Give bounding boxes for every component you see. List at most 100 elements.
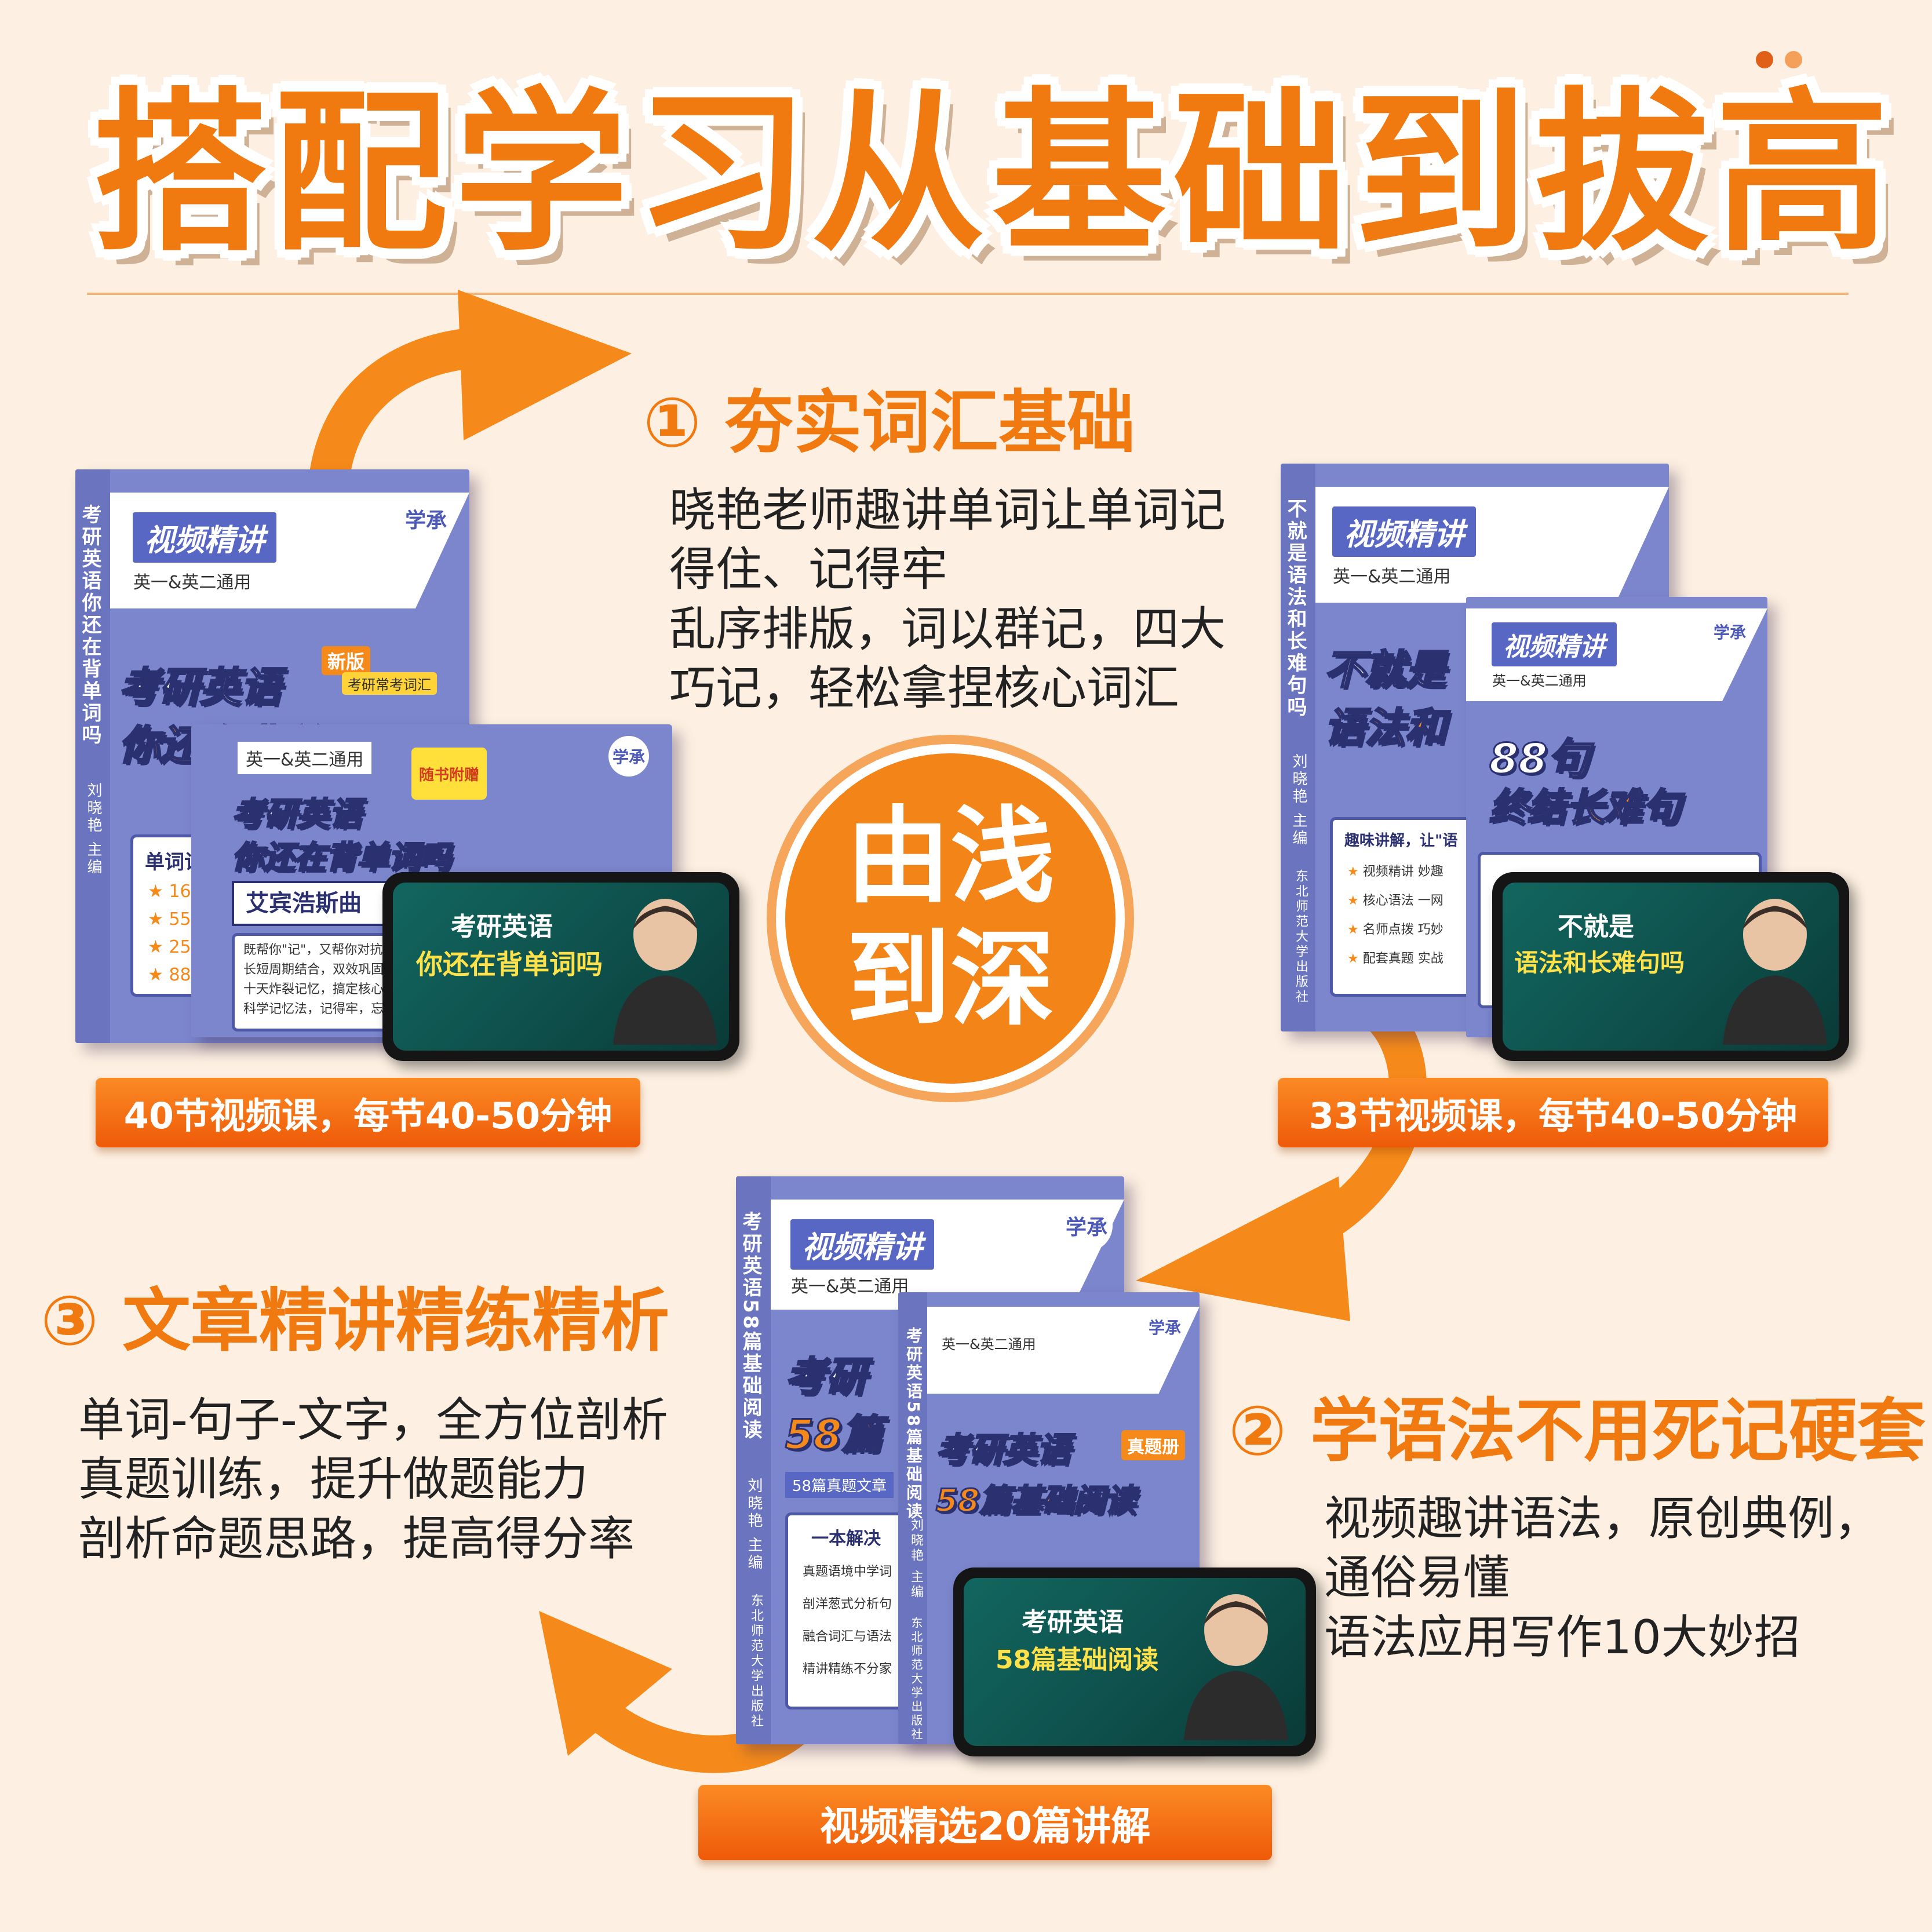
book-tag: 视频精讲 [130,510,279,565]
panel-item: 长短周期结合，双效巩固 [243,963,384,977]
panel-item: ★ 核心语法 一网 [1347,894,1443,908]
panel-items: ★ 视频精讲 妙趣 ★ 核心语法 一网 ★ 名师点拨 巧妙 ★ 配套真题 实战 [1347,858,1443,974]
panel-item: 既帮你"记"，又帮你对抗 [243,943,383,957]
section2-title: ② 学语法不用死记硬套 [1229,1391,1926,1471]
badge: 真题册 [1121,1430,1185,1460]
book-subtitle: 英一&英二通用 [942,1336,1036,1353]
book-subtitle: 英一&英二通用 [1333,567,1451,587]
book-reading-small: 考研英语58篇基础阅读 刘晓艳 主编 东北师范大学出版社 英一&英二通用 学承 … [898,1292,1200,1744]
headline-left: 搭配学习 [93,72,816,275]
panel-items: ★ 1600 ★ 5500 ★ 256 ★ 880 [148,878,213,989]
video-caption-1: 考研英语 [1022,1607,1124,1637]
panel-item: ★ 配套真题 实战 [1347,952,1443,966]
dot-icon [1756,51,1773,68]
panel-item: ★ 名师点拨 巧妙 [1347,923,1443,937]
book-tag: 视频精讲 [788,1217,937,1272]
book-title-1: 考研 [785,1353,867,1402]
book-title-1: 考研英语 [118,663,282,712]
panel-item: ★ 视频精讲 妙趣 [1347,865,1443,879]
panel-item: 精讲精练不分家 [803,1662,892,1676]
center-badge-line2: 到深 [845,919,1055,1040]
section3-title: ③ 文章精讲精练精析 [41,1281,669,1361]
new-edition-badge: 新版 [322,646,371,675]
video-caption-2: 语法和长难句吗 [1514,949,1685,977]
book-tag: 视频精讲 [1330,504,1479,559]
video-screen: 不就是 语法和长难句吗 [1503,883,1839,1051]
video-screen: 考研英语 你还在背单词吗 [393,883,729,1051]
book-spine [1281,464,1315,1031]
video-caption-1: 考研英语 [451,912,553,942]
book-subtitle: 英一&英二通用 [133,573,251,593]
section1-line: 巧记，轻松拿捏核心词汇 [669,661,1179,716]
book-subtitle: 英一&英二通用 [791,1277,909,1297]
section1-line: 得住、记得牢 [669,542,947,597]
book-subtitle: 英一&英二通用 [1492,673,1587,689]
panel-item: 科学记忆法，记得牢，忘不 [243,1002,397,1016]
section2-line: 视频趣讲语法，原创典例， [1324,1492,1880,1545]
section1-line: 乱序排版，词以群记，四大 [669,602,1226,656]
panel-head: 趣味讲解，让"语 [1344,832,1458,850]
book-title-2: 语法和 [1324,703,1447,753]
panel-head: 一本解决 [811,1529,881,1549]
list-label: 58篇真题文章 [785,1472,894,1498]
arrow-1-head-icon [458,290,632,440]
video-screen: 考研英语 58篇基础阅读 [964,1578,1306,1746]
book-author: 刘晓艳 主编 [909,1518,923,1600]
video-caption-2: 58篇基础阅读 [996,1645,1159,1675]
book-title-2: 你还在背单词吗 [231,839,452,877]
book-title-2: 58篇基础阅读 [935,1482,1136,1520]
book-author: 刘晓艳 主编 [1290,753,1307,848]
book-spine-title: 不就是语法和长难句吗 [1284,498,1307,719]
book-spine [898,1292,927,1744]
book-title-1: 不就是 [1324,646,1447,695]
section1-line: 晓艳老师趣讲单词让单词记 [669,483,1226,537]
book-title-1: 考研英语 [935,1430,1071,1471]
section2-body: 视频趣讲语法，原创典例， 通俗易懂 语法应用写作10大妙招 [1324,1489,1880,1667]
panel-item: 剖洋葱式分析句 [803,1597,892,1612]
book-publisher: 东北师范大学出版社 [749,1594,763,1729]
publisher-logo: 学承 [1709,611,1750,652]
pill-grammar-videos: 33节视频课，每节40-50分钟 [1278,1078,1828,1147]
book-title-1: 88句 [1488,734,1590,784]
video-caption-2: 你还在背单词吗 [416,949,603,980]
book-tag: 视频精讲 [1489,620,1619,669]
book-spine [736,1176,771,1744]
panel-items: 既帮你"记"，又帮你对抗 长短周期结合，双效巩固 十天炸裂记忆，搞定核心 科学记… [243,941,396,1019]
pill-vocab-videos: 40节视频课，每节40-50分钟 [96,1078,640,1147]
panel-items: 真题语境中学词 剖洋葱式分析句 融合词汇与语法 精讲精练不分家 [803,1556,892,1686]
section1-title: ① 夯实词汇基础 [643,382,1135,462]
teacher-icon [613,899,717,1045]
book-spine-title: 考研英语58篇基础阅读 [739,1211,762,1442]
book-publisher: 东北师范大学出版社 [1293,869,1308,1005]
video-caption-1: 不就是 [1558,912,1634,942]
publisher-logo: 学承 [1144,1307,1185,1347]
book-author: 刘晓艳 主编 [745,1478,763,1572]
center-badge: 由浅 到深 [785,753,1116,1084]
publisher-logo: 学承 [1060,1200,1113,1252]
section2-line: 语法应用写作10大妙招 [1324,1610,1800,1664]
book-publisher: 东北师范大学出版社 [909,1617,923,1742]
panel-item: 十天炸裂记忆，搞定核心 [243,982,384,997]
panel-item: 融合词汇与语法 [803,1630,892,1644]
phone-vocab: 考研英语 你还在背单词吗 [382,872,739,1061]
pill-reading-videos: 视频精选20篇讲解 [698,1785,1272,1860]
teacher-icon [1723,899,1827,1045]
section3-body: 单词-句子-文字，全方位剖析 真题训练，提升做题能力 剖析命题思路，提高得分率 [78,1391,668,1569]
phone-reading: 考研英语 58篇基础阅读 [953,1568,1316,1756]
phone-grammar: 不就是 语法和长难句吗 [1492,872,1849,1061]
section1-body: 晓艳老师趣讲单词让单词记 得住、记得牢 乱序排版，词以群记，四大 巧记，轻松拿捏… [669,481,1226,719]
headline-divider [87,293,1849,295]
book-title-2: 终结长难句 [1489,785,1682,831]
arrow-3-head-icon [539,1611,672,1756]
center-badge-line1: 由浅 [845,796,1055,917]
section3-line: 剖析命题思路，提高得分率 [78,1511,635,1566]
section3-line: 单词-句子-文字，全方位剖析 [78,1393,668,1447]
book-author: 刘晓艳 主编 [85,782,102,877]
dot-icon [1785,51,1802,68]
arrow-2-head-icon [1136,1176,1350,1321]
teacher-icon [1184,1594,1288,1740]
headline-right: 从基础到拔高 [811,72,1896,275]
book-title-2: 58篇 [784,1410,883,1460]
book-spine-title: 考研英语你还在背单词吗 [78,504,101,746]
